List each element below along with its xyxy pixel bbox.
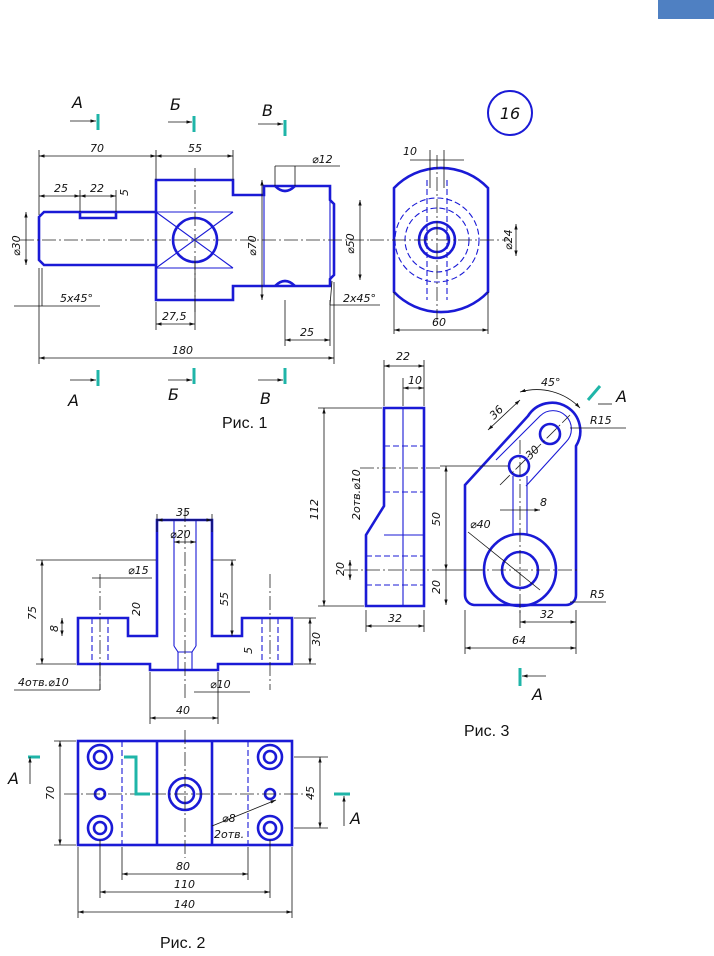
bracket-front-view: А А: [463, 385, 627, 704]
dim-64: 64: [512, 634, 526, 647]
dim-dia8: ⌀8: [222, 812, 236, 825]
dim-10-fig3: 10: [408, 374, 422, 387]
dim-35: 35: [176, 506, 190, 519]
dim-180: 180: [172, 344, 193, 357]
dim-dia70: ⌀70: [246, 235, 259, 256]
dim-holes-10-fig3: 2отв.⌀10: [350, 469, 363, 520]
dim-32a: 32: [388, 612, 402, 625]
dim-140: 140: [174, 898, 195, 911]
fig3-section-letter-top: А: [615, 387, 627, 406]
figure-2: А А 35 ⌀20 ⌀15 75 55 8 20 5: [7, 506, 361, 952]
dim-45deg: 45°: [541, 376, 561, 389]
bracket-side-view: [344, 406, 440, 608]
dim-80: 80: [176, 860, 190, 873]
fig1-dimensions: 70 55 25 22 5 ⌀12 ⌀30 ⌀70 ⌀50 10 ⌀24: [10, 142, 518, 364]
dim-r5: R5: [590, 588, 605, 601]
dim-110: 110: [174, 878, 195, 891]
fig2-dimensions: 35 ⌀20 ⌀15 75 55 8 20 5 30 4отв.⌀10 ⌀1: [14, 506, 328, 918]
dim-27-5: 27,5: [162, 310, 187, 323]
dim-chamfer-2: 2x45°: [343, 292, 376, 305]
variant-badge: 16: [487, 90, 533, 136]
section-letter-a-top: А: [71, 93, 83, 112]
section-markers: А Б В А Б В: [67, 93, 287, 410]
dim-22-fig3: 22: [396, 350, 410, 363]
dim-45-fig2: 45: [304, 786, 317, 800]
dim-8-fig2: 8: [48, 625, 61, 632]
dim-dia12: ⌀12: [312, 153, 333, 166]
figure-3-caption: Рис. 3: [464, 723, 510, 740]
dim-dia15: ⌀15: [128, 564, 149, 577]
dim-55-fig2: 55: [218, 592, 231, 606]
dim-5-fig2: 5: [242, 647, 255, 654]
dim-25b: 25: [300, 326, 314, 339]
figure-1: А Б В А Б В: [10, 93, 518, 432]
dim-40: 40: [176, 704, 190, 717]
fig2-section-letter-right: А: [349, 809, 361, 828]
figure-1-caption: Рис. 1: [222, 415, 268, 432]
section-letter-v-top: В: [262, 101, 273, 120]
dim-50: 50: [430, 512, 443, 526]
dim-dia40: ⌀40: [470, 518, 491, 531]
dim-55: 55: [188, 142, 202, 155]
dim-r15: R15: [590, 414, 612, 427]
dim-chamfer-5: 5x45°: [60, 292, 93, 305]
fig3-dimensions: 22 10 112 2отв.⌀10 20 32 45° 36 30 R15: [308, 350, 626, 654]
dim-22: 22: [90, 182, 104, 195]
dim-75: 75: [26, 606, 39, 620]
dim-holes-10-fig2: 4отв.⌀10: [18, 676, 69, 689]
section-letter-b-top: Б: [170, 95, 181, 114]
dim-30-fig2: 30: [310, 632, 323, 646]
fig2-section-letter-left: А: [7, 769, 19, 788]
dim-20-fig3: 20: [334, 562, 347, 576]
dim-112: 112: [308, 499, 321, 520]
dim-10: 10: [403, 145, 417, 158]
dim-70: 70: [90, 142, 104, 155]
section-letter-b-bottom: Б: [168, 385, 179, 404]
shaft-side-view: [370, 155, 510, 320]
dim-dia24: ⌀24: [502, 229, 515, 250]
dim-60: 60: [432, 316, 446, 329]
dim-70-fig2: 70: [44, 786, 57, 800]
dim-dia20: ⌀20: [170, 528, 191, 541]
dim-20b: 20: [430, 580, 443, 594]
fig3-section-letter-bottom: А: [531, 685, 543, 704]
dim-5: 5: [118, 189, 131, 196]
corner-tab: [658, 0, 714, 19]
dim-dia10-fig2: ⌀10: [210, 678, 231, 691]
figure-2-caption: Рис. 2: [160, 935, 206, 952]
dim-8-fig3: 8: [540, 496, 547, 509]
section-letter-a-bottom: А: [67, 391, 79, 410]
dim-dia30: ⌀30: [10, 235, 23, 256]
dim-20-fig2: 20: [130, 602, 143, 616]
section-letter-v-bottom: В: [260, 389, 271, 408]
figure-3: А А 22 10 112 2отв.⌀10 20 32: [308, 350, 627, 740]
variant-number: 16: [500, 104, 520, 123]
dim-dia50: ⌀50: [344, 233, 357, 254]
dim-32b: 32: [540, 608, 554, 621]
dim-holes-2: 2отв.: [214, 828, 244, 841]
dim-25: 25: [54, 182, 68, 195]
base-top-view: А А: [7, 730, 361, 858]
dim-36: 36: [487, 403, 506, 422]
